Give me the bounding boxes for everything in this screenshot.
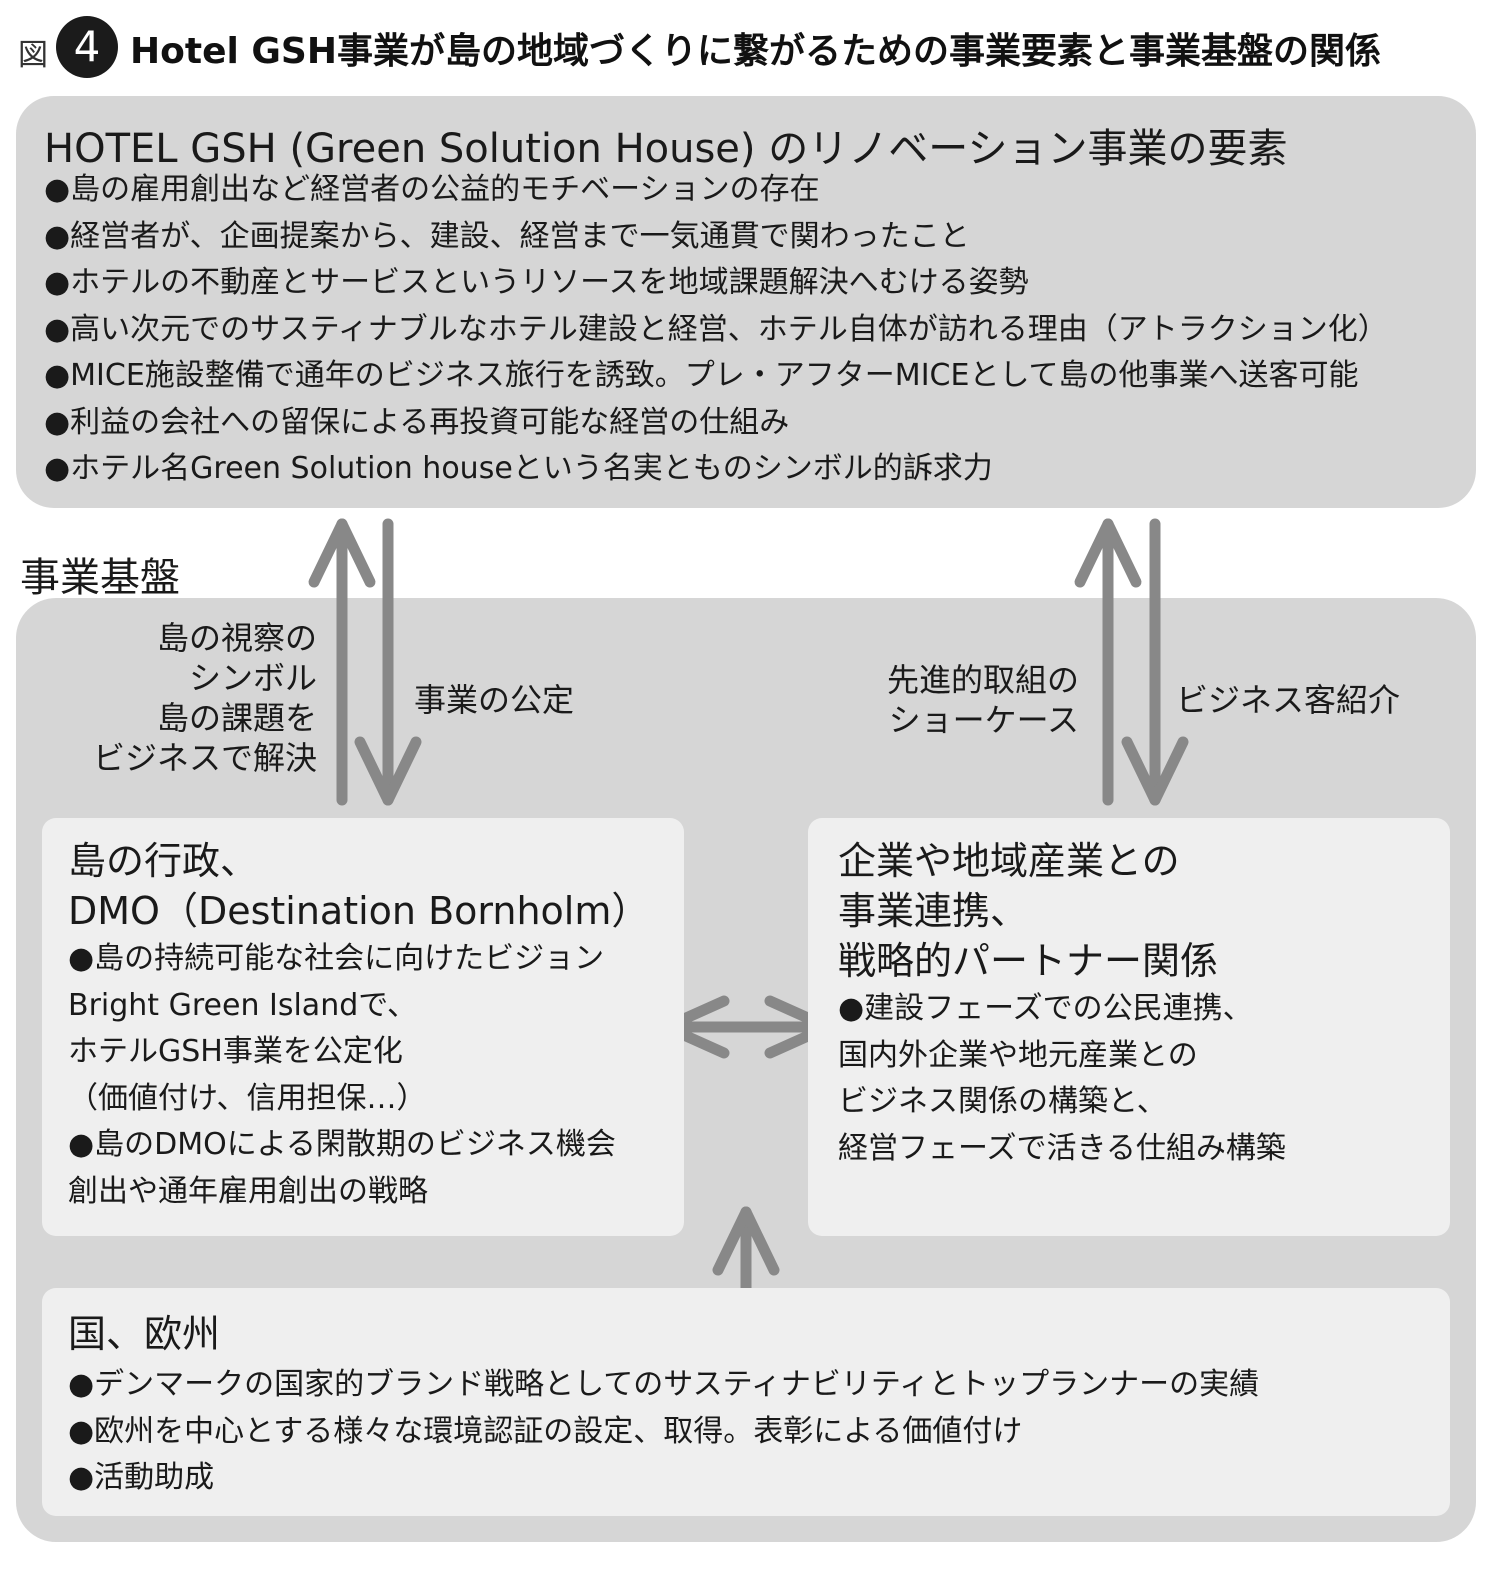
list-item: Bright Green Islandで、 — [68, 987, 418, 1023]
flow-label-line: ビジネスで解決 — [92, 739, 317, 777]
flow-label-business-referral: ビジネス客紹介 — [1176, 681, 1401, 719]
list-item: ●経営者が、企画提案から、建設、経営まで一気通貫で関わったこと — [44, 218, 970, 254]
list-item: ●活動助成 — [68, 1460, 215, 1495]
figure-label: 図 — [18, 38, 48, 73]
list-item: 創出や通年雇用創出の戦略 — [68, 1173, 428, 1209]
list-item: ●MICE施設整備で通年のビジネス旅行を誘致。プレ・アフターMICEとして島の他… — [44, 358, 1359, 393]
list-item: ●島のDMOによる閑散期のビジネス機会 — [68, 1127, 616, 1162]
flow-label-island-symbol: 島の視察の シンボル 島の課題を ビジネスで解決 — [93, 618, 317, 778]
list-item: ●島の持続可能な社会に向けたビジョン — [68, 941, 605, 976]
arrow-up-left-head — [308, 518, 376, 588]
list-item: ●島の雇用創出など経営者の公益的モチベーションの存在 — [44, 172, 820, 207]
nation-europe-card — [42, 1288, 1450, 1516]
flow-label-line: 島の課題を — [156, 699, 317, 737]
business-partnership-title-line: 戦略的パートナー関係 — [838, 939, 1219, 983]
business-partnership-title-line: 企業や地域産業との — [838, 839, 1180, 883]
nation-europe-title: 国、欧州 — [68, 1312, 221, 1356]
list-item: ●デンマークの国家的ブランド戦略としてのサスティナビリティとトップランナーの実績 — [68, 1367, 1260, 1402]
flow-label-line: 島の視察の — [156, 619, 317, 657]
arrow-up-right-head — [1074, 518, 1142, 588]
list-item: ●ホテル名Green Solution houseという名実とものシンボル的訴求… — [44, 451, 993, 486]
renovation-heading: HOTEL GSH (Green Solution House) のリノベーショ… — [44, 126, 1288, 172]
business-partnership-content: 企業や地域産業との 事業連携、 戦略的パートナー関係 ●建設フェーズでの公民連携… — [838, 836, 1286, 1172]
list-item: ビジネス関係の構築と、 — [838, 1084, 1167, 1119]
flow-label-line: 先進的取組の — [886, 661, 1079, 699]
business-partnership-card — [808, 818, 1450, 1236]
arrow-down-right-head — [1121, 736, 1189, 806]
list-item: ●高い次元でのサスティナブルなホテル建設と経営、ホテル自体が訪れる理由（アトラク… — [44, 311, 1388, 347]
renovation-elements-panel — [16, 96, 1476, 508]
figure-title: Hotel GSH事業が島の地域づくりに繋がるための事業要素と事業基盤の関係 — [130, 31, 1381, 72]
list-item: ●利益の会社への留保による再投資可能な経営の仕組み — [44, 404, 790, 440]
list-item: ホテルGSH事業を公定化 — [68, 1034, 403, 1069]
business-partnership-title-line: 事業連携、 — [838, 889, 1029, 933]
renovation-element-list: ●島の雇用創出など経営者の公益的モチベーションの存在 ●経営者が、企画提案から、… — [44, 167, 1388, 493]
flow-label-showcase: 先進的取組の ショーケース — [887, 660, 1079, 740]
list-item: （価値付け、信用担保…） — [68, 1080, 427, 1116]
figure-number-badge: 4 — [56, 16, 118, 78]
local-government-card — [42, 818, 684, 1236]
local-government-content: 島の行政、 DMO（Destination Bornholm） ●島の持続可能な… — [68, 836, 649, 1215]
local-government-title-line: DMO（Destination Bornholm） — [68, 889, 650, 933]
flow-label-line: ショーケース — [888, 701, 1079, 739]
list-item: 国内外企業や地元産業との — [838, 1037, 1198, 1073]
flow-label-line: シンボル — [188, 659, 317, 697]
business-foundation-label: 事業基盤 — [20, 555, 180, 601]
local-government-title-line: 島の行政、 — [68, 839, 259, 883]
arrow-up-from-nation-head — [712, 1206, 780, 1276]
list-item: 経営フェーズで活きる仕組み構築 — [838, 1130, 1286, 1166]
list-item: ●ホテルの不動産とサービスというリソースを地域課題解決へむける姿勢 — [44, 265, 1029, 300]
arrow-down-left-head — [354, 736, 422, 806]
flow-label-business-certification: 事業の公定 — [414, 681, 575, 719]
list-item: ●建設フェーズでの公民連携、 — [838, 991, 1253, 1026]
nation-europe-content: 国、欧州 ●デンマークの国家的ブランド戦略としてのサスティナビリティとトップラン… — [68, 1306, 1259, 1502]
list-item: ●欧州を中心とする様々な環境認証の設定、取得。表彰による価値付け — [68, 1413, 1023, 1449]
